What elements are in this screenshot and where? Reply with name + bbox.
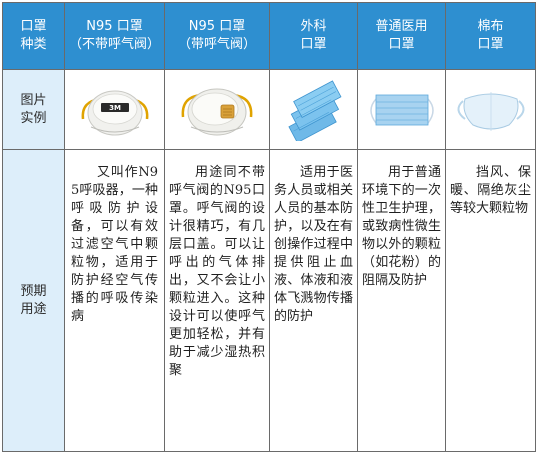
image-medical <box>357 69 446 150</box>
n95-mask-with-valve-photo <box>181 88 253 135</box>
header-n95-no-valve-line2: （不带呼气阀） <box>68 37 160 52</box>
image-n95-with-valve <box>164 69 270 150</box>
image-n95-no-valve: 3M <box>64 69 165 150</box>
usage-row-label-line1: 预期 <box>20 283 47 299</box>
header-n95-no-valve: N95 口罩 （不带呼气阀） <box>64 2 165 70</box>
medical-mask-photo <box>369 94 434 125</box>
header-n95-no-valve-line1: N95 口罩 <box>86 19 143 34</box>
header-surgical: 外科 口罩 <box>269 2 358 70</box>
header-n95-with-valve: N95 口罩 （带呼气阀） <box>164 2 270 70</box>
header-cotton-line2: 口罩 <box>477 37 504 52</box>
header-surgical-line2: 口罩 <box>300 37 327 52</box>
usage-n95-with-valve-text: 用途同不带呼气阀的N95口罩。呼气阀的设计很精巧，有几层口盖。可以让呼出的气体排… <box>169 165 265 378</box>
surgical-masks-stack-photo <box>287 79 341 141</box>
cotton-mask-photo <box>457 91 524 131</box>
usage-n95-no-valve-text: 又叫作N95呼吸器，一种呼吸防护设备，可以有效过滤空气中颗粒物，适用于防护经空气… <box>71 165 158 324</box>
header-row: 口罩 种类 N95 口罩 （不带呼气阀） N95 口罩 （带呼气阀） 外科 口罩… <box>2 2 536 70</box>
header-medical-line1: 普通医用 <box>375 19 428 34</box>
usage-surgical: 适用于医务人员或相关人员的基本防护，以及在有创操作过程中提供阻止血液、体液和液体… <box>269 149 358 452</box>
image-cotton <box>445 69 536 150</box>
usage-n95-no-valve: 又叫作N95呼吸器，一种呼吸防护设备，可以有效过滤空气中颗粒物，适用于防护经空气… <box>64 149 165 452</box>
header-row-label: 口罩 种类 <box>2 2 65 70</box>
usage-cotton: 挡风、保暖、隔绝灰尘等较大颗粒物 <box>445 149 536 452</box>
usage-row-label: 预期 用途 <box>2 149 65 452</box>
image-surgical <box>269 69 358 150</box>
image-row-label-line1: 图片 <box>20 92 47 108</box>
n95-mask-no-valve-photo: 3M <box>81 90 148 135</box>
header-n95-with-valve-line1: N95 口罩 <box>188 19 246 34</box>
brand-logo-text: 3M <box>109 104 121 112</box>
usage-medical: 用于普通环境下的一次性卫生护理，或致病性微生物以外的颗粒（如花粉）的阻隔及防护 <box>357 149 446 452</box>
header-surgical-line1: 外科 <box>300 19 327 34</box>
image-row-label-line2: 实例 <box>20 110 47 126</box>
image-row-label: 图片 实例 <box>2 69 65 150</box>
usage-n95-with-valve: 用途同不带呼气阀的N95口罩。呼气阀的设计很精巧，有几层口盖。可以让呼出的气体排… <box>164 149 270 452</box>
header-n95-with-valve-line2: （带呼气阀） <box>177 37 256 52</box>
header-medical: 普通医用 口罩 <box>357 2 446 70</box>
header-row-label-line2: 种类 <box>20 37 47 52</box>
header-row-label-line1: 口罩 <box>20 19 47 34</box>
image-row: 图片 实例 3M <box>2 69 536 150</box>
usage-medical-text: 用于普通环境下的一次性卫生护理，或致病性微生物以外的颗粒（如花粉）的阻隔及防护 <box>362 165 441 288</box>
header-medical-line2: 口罩 <box>388 37 415 52</box>
header-cotton: 棉布 口罩 <box>445 2 536 70</box>
usage-row: 预期 用途 又叫作N95呼吸器，一种呼吸防护设备，可以有效过滤空气中颗粒物，适用… <box>2 149 536 452</box>
usage-row-label-line2: 用途 <box>20 301 47 317</box>
header-cotton-line1: 棉布 <box>477 19 504 34</box>
usage-cotton-text: 挡风、保暖、隔绝灰尘等较大颗粒物 <box>450 165 531 216</box>
usage-surgical-text: 适用于医务人员或相关人员的基本防护，以及在有创操作过程中提供阻止血液、体液和液体… <box>274 165 353 324</box>
